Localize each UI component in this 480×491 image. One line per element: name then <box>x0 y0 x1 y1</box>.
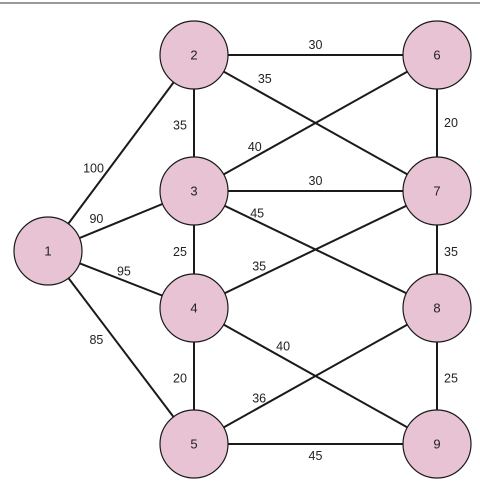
node-label-7: 7 <box>433 184 440 199</box>
node-circle-9 <box>402 409 472 479</box>
edge-weight-3-6: 40 <box>248 140 262 154</box>
node-circle-1 <box>13 216 83 286</box>
edge-weight-8-9: 25 <box>444 372 458 386</box>
node-5: 5 <box>159 409 229 479</box>
node-8: 8 <box>402 273 472 343</box>
node-9: 9 <box>402 409 472 479</box>
edge-weight-3-8: 45 <box>250 206 264 220</box>
edge-weight-5-8: 36 <box>252 392 266 406</box>
edge-weight-5-9: 45 <box>309 449 323 463</box>
edge-weight-1-4: 95 <box>117 265 131 279</box>
node-label-6: 6 <box>433 48 440 63</box>
edge-weight-1-2: 100 <box>83 162 104 176</box>
edge-weight-2-3: 35 <box>173 119 187 133</box>
node-1: 1 <box>13 216 83 286</box>
edge-weight-1-5: 85 <box>89 333 103 347</box>
node-circle-4 <box>159 273 229 343</box>
node-4: 4 <box>159 273 229 343</box>
node-7: 7 <box>402 156 472 226</box>
edge-5-8 <box>193 307 438 445</box>
node-circle-8 <box>402 273 472 343</box>
node-circle-7 <box>402 156 472 226</box>
node-circle-5 <box>159 409 229 479</box>
edge-weight-6-7: 20 <box>444 116 458 130</box>
node-label-3: 3 <box>190 184 197 199</box>
node-circle-2 <box>159 20 229 90</box>
node-label-1: 1 <box>44 244 51 259</box>
edge-weight-3-4: 25 <box>173 245 187 259</box>
edge-4-7 <box>193 190 438 309</box>
edge-weight-2-6: 30 <box>309 38 323 52</box>
node-label-8: 8 <box>433 301 440 316</box>
node-6: 6 <box>402 20 472 90</box>
edge-weight-2-7: 35 <box>258 72 272 86</box>
node-3: 3 <box>159 156 229 226</box>
node-label-2: 2 <box>190 48 197 63</box>
edge-weight-4-9: 40 <box>276 340 290 354</box>
edge-weight-4-5: 20 <box>173 372 187 386</box>
node-label-9: 9 <box>433 437 440 452</box>
edge-weight-7-8: 35 <box>444 245 458 259</box>
node-label-4: 4 <box>190 301 197 316</box>
edge-weight-4-7: 35 <box>252 260 266 274</box>
edge-1-2 <box>47 54 195 252</box>
edges-layer <box>47 54 438 445</box>
node-2: 2 <box>159 20 229 90</box>
node-circle-6 <box>402 20 472 90</box>
edge-weight-1-3: 90 <box>89 212 103 226</box>
edge-1-5 <box>47 250 195 445</box>
edge-weight-3-7: 30 <box>309 174 323 188</box>
node-circle-3 <box>159 156 229 226</box>
edge-3-6 <box>193 54 438 192</box>
node-label-5: 5 <box>190 437 197 452</box>
